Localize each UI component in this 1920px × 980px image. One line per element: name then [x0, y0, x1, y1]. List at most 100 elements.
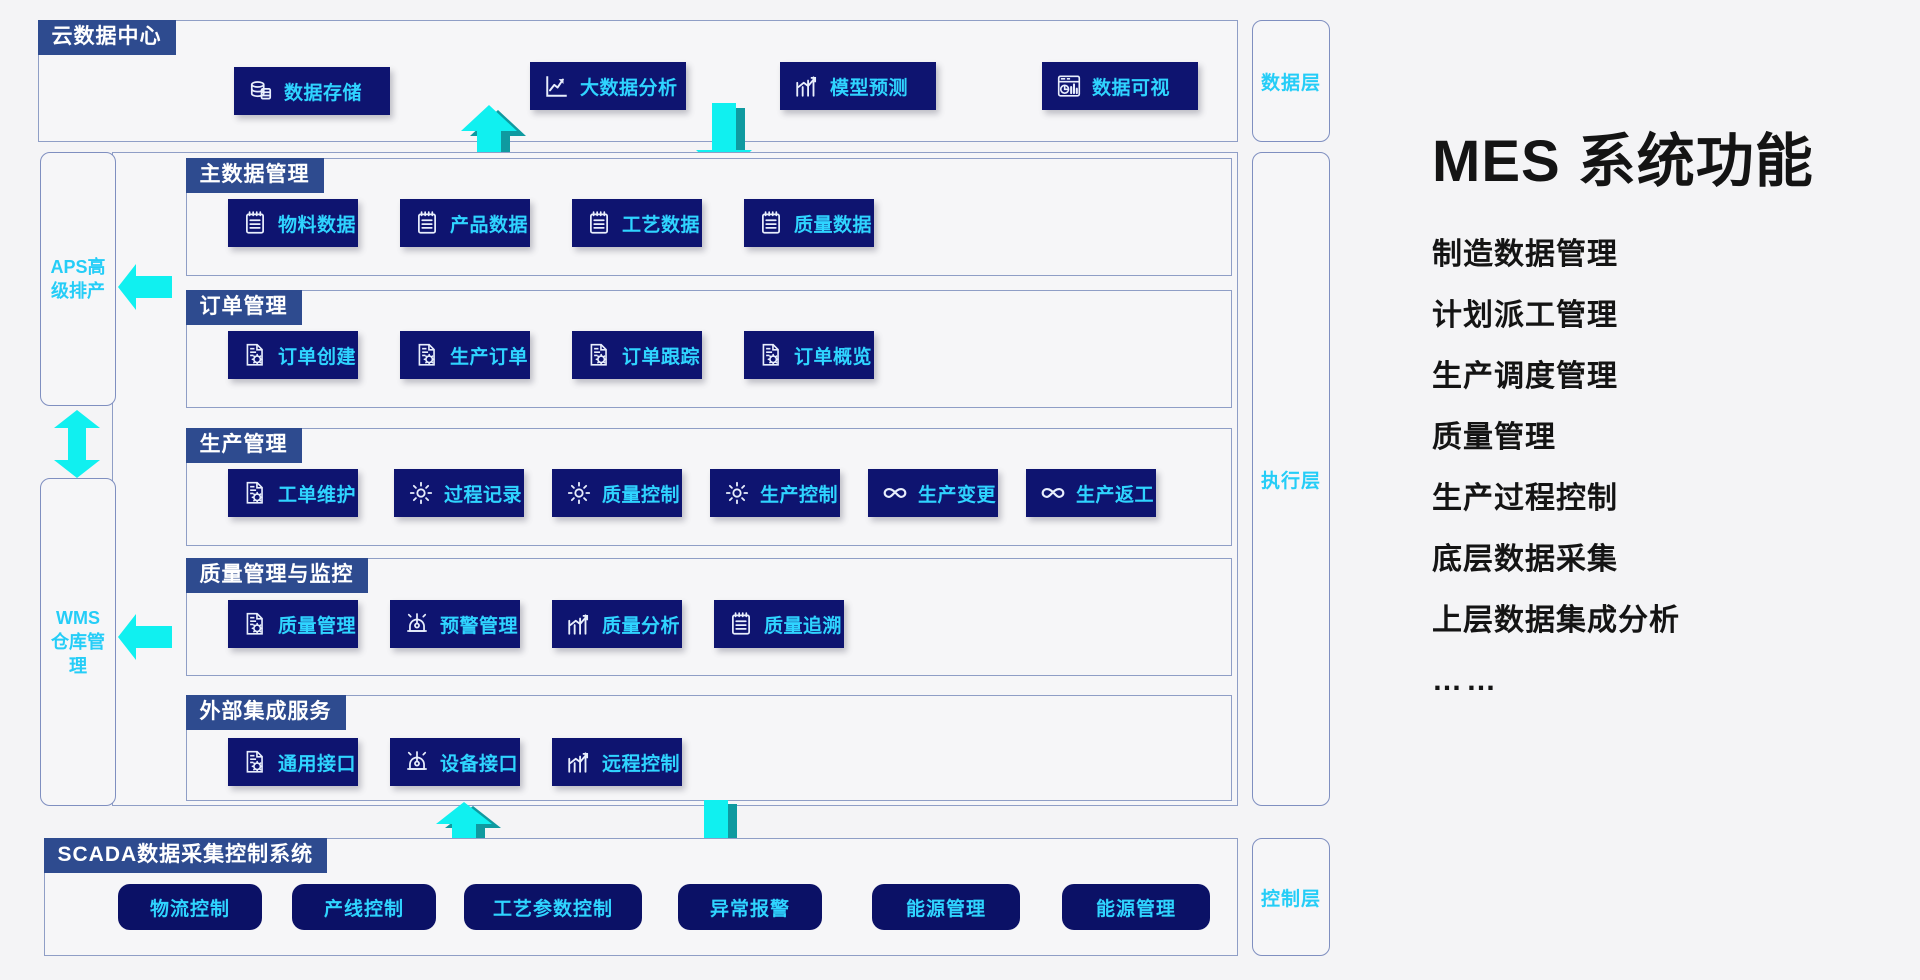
- caption-panel: MES 系统功能 制造数据管理 计划派工管理 生产调度管理 质量管理 生产过程控…: [1432, 131, 1902, 698]
- tile-label: 数据可视: [1092, 77, 1171, 99]
- tile-production-control[interactable]: 生产控制: [710, 469, 840, 517]
- tile-quality-management[interactable]: 质量管理: [228, 600, 358, 648]
- tile-order-create[interactable]: 订单创建: [228, 331, 358, 379]
- clipboard-icon: [728, 611, 754, 637]
- doc-gear-icon: [242, 480, 268, 506]
- infinity-icon: [1040, 480, 1066, 506]
- tile-general-interface[interactable]: 通用接口: [228, 738, 358, 786]
- tile-label: 生产控制: [760, 484, 839, 506]
- tile-quality-traceability[interactable]: 质量追溯: [714, 600, 844, 648]
- line-chart-icon: [544, 73, 570, 99]
- section-title-cloud-data-center: 云数据中心: [37, 19, 176, 55]
- layer-label: 执行层: [1260, 470, 1321, 492]
- tile-process-record[interactable]: 过程记录: [394, 469, 524, 517]
- side-box-label: APS高级排产: [50, 256, 106, 301]
- caption-bullet-4: 质量管理: [1432, 420, 1556, 454]
- doc-gear-icon: [242, 611, 268, 637]
- tile-label: 订单创建: [278, 346, 357, 368]
- pill-abnormal-alarm[interactable]: 异常报警: [678, 884, 822, 930]
- layer-box-execution: 执行层: [1252, 152, 1330, 806]
- tile-order-overview[interactable]: 订单概览: [744, 331, 874, 379]
- tile-alarm-management[interactable]: 预警管理: [390, 600, 520, 648]
- pill-line-control[interactable]: 产线控制: [292, 884, 436, 930]
- tile-quality-control[interactable]: 质量控制: [552, 469, 682, 517]
- tile-label: 质量追溯: [764, 615, 843, 637]
- gear-icon: [408, 480, 434, 506]
- layer-label: 数据层: [1260, 72, 1321, 94]
- doc-gear-icon: [758, 342, 784, 368]
- caption-bullet-7: 上层数据集成分析: [1432, 603, 1680, 637]
- pill-process-parameter-control[interactable]: 工艺参数控制: [464, 884, 642, 930]
- tile-label: 设备接口: [440, 753, 519, 775]
- tile-remote-control[interactable]: 远程控制: [552, 738, 682, 786]
- section-panel-order-management: 订单管理: [185, 289, 1232, 408]
- arrow-left-wms: [116, 612, 172, 662]
- tile-quality-analysis[interactable]: 质量分析: [552, 600, 682, 648]
- pill-logistics-control[interactable]: 物流控制: [118, 884, 262, 930]
- caption-bullet-3: 生产调度管理: [1432, 359, 1618, 393]
- pill-label: 异常报警: [709, 898, 790, 920]
- layer-label: 控制层: [1260, 888, 1321, 910]
- tile-data-storage[interactable]: 数据存储: [234, 67, 390, 115]
- infinity-icon: [882, 480, 908, 506]
- tile-workorder-maintain[interactable]: 工单维护: [228, 469, 358, 517]
- trend-up-icon: [794, 73, 820, 99]
- section-title-master-data: 主数据管理: [185, 157, 324, 193]
- tile-process-data[interactable]: 工艺数据: [572, 199, 702, 247]
- pill-label: 能源管理: [1095, 898, 1176, 920]
- tile-production-rework[interactable]: 生产返工: [1026, 469, 1156, 517]
- tile-material-data[interactable]: 物料数据: [228, 199, 358, 247]
- trend-up-icon: [566, 749, 592, 775]
- tile-label: 生产订单: [450, 346, 529, 368]
- tile-label: 订单概览: [794, 346, 873, 368]
- section-title-production-management: 生产管理: [185, 427, 302, 463]
- tile-label: 生产变更: [918, 484, 997, 506]
- tile-device-interface[interactable]: 设备接口: [390, 738, 520, 786]
- doc-gear-icon: [586, 342, 612, 368]
- tile-quality-data[interactable]: 质量数据: [744, 199, 874, 247]
- caption-bullet-5: 生产过程控制: [1432, 481, 1618, 515]
- caption-bullet-2: 计划派工管理: [1432, 298, 1618, 332]
- section-panel-master-data: 主数据管理: [185, 157, 1232, 276]
- section-title-scada: SCADA数据采集控制系统: [43, 837, 328, 873]
- tile-label: 生产返工: [1076, 484, 1155, 506]
- tile-data-visualization[interactable]: 数据可视: [1042, 62, 1198, 110]
- tile-label: 订单跟踪: [622, 346, 701, 368]
- pill-label: 能源管理: [905, 898, 986, 920]
- section-title-quality-monitoring: 质量管理与监控: [185, 557, 368, 593]
- alarm-icon: [404, 611, 430, 637]
- section-title-order-management: 订单管理: [185, 289, 302, 325]
- section-panel-quality-monitoring: 质量管理与监控: [185, 557, 1232, 676]
- clipboard-icon: [758, 210, 784, 236]
- tile-model-forecast[interactable]: 模型预测: [780, 62, 936, 110]
- database-icon: [248, 78, 274, 104]
- alarm-icon: [404, 749, 430, 775]
- tile-label: 质量数据: [794, 214, 873, 236]
- pill-label: 产线控制: [323, 898, 404, 920]
- tile-production-change[interactable]: 生产变更: [868, 469, 998, 517]
- tile-order-tracking[interactable]: 订单跟踪: [572, 331, 702, 379]
- side-box-aps[interactable]: APS高级排产: [40, 152, 116, 406]
- tile-product-data[interactable]: 产品数据: [400, 199, 530, 247]
- pill-energy-management-1[interactable]: 能源管理: [872, 884, 1020, 930]
- arrow-left-aps: [116, 262, 172, 312]
- doc-gear-icon: [242, 749, 268, 775]
- pill-energy-management-2[interactable]: 能源管理: [1062, 884, 1210, 930]
- tile-label: 工单维护: [278, 484, 357, 506]
- trend-up-icon: [566, 611, 592, 637]
- tile-label: 质量管理: [278, 615, 357, 637]
- clipboard-icon: [414, 210, 440, 236]
- tile-production-order[interactable]: 生产订单: [400, 331, 530, 379]
- gear-icon: [566, 480, 592, 506]
- dashboard-icon: [1056, 73, 1082, 99]
- tile-bigdata-analysis[interactable]: 大数据分析: [530, 62, 686, 110]
- side-box-label: WMS仓库管理: [51, 607, 105, 677]
- tile-label: 大数据分析: [580, 77, 678, 99]
- side-box-wms[interactable]: WMS仓库管理: [40, 478, 116, 806]
- caption-bullet-1: 制造数据管理: [1432, 237, 1618, 271]
- pill-label: 物流控制: [149, 898, 230, 920]
- tile-label: 模型预测: [830, 77, 909, 99]
- doc-gear-icon: [414, 342, 440, 368]
- section-title-external-integration: 外部集成服务: [185, 694, 346, 730]
